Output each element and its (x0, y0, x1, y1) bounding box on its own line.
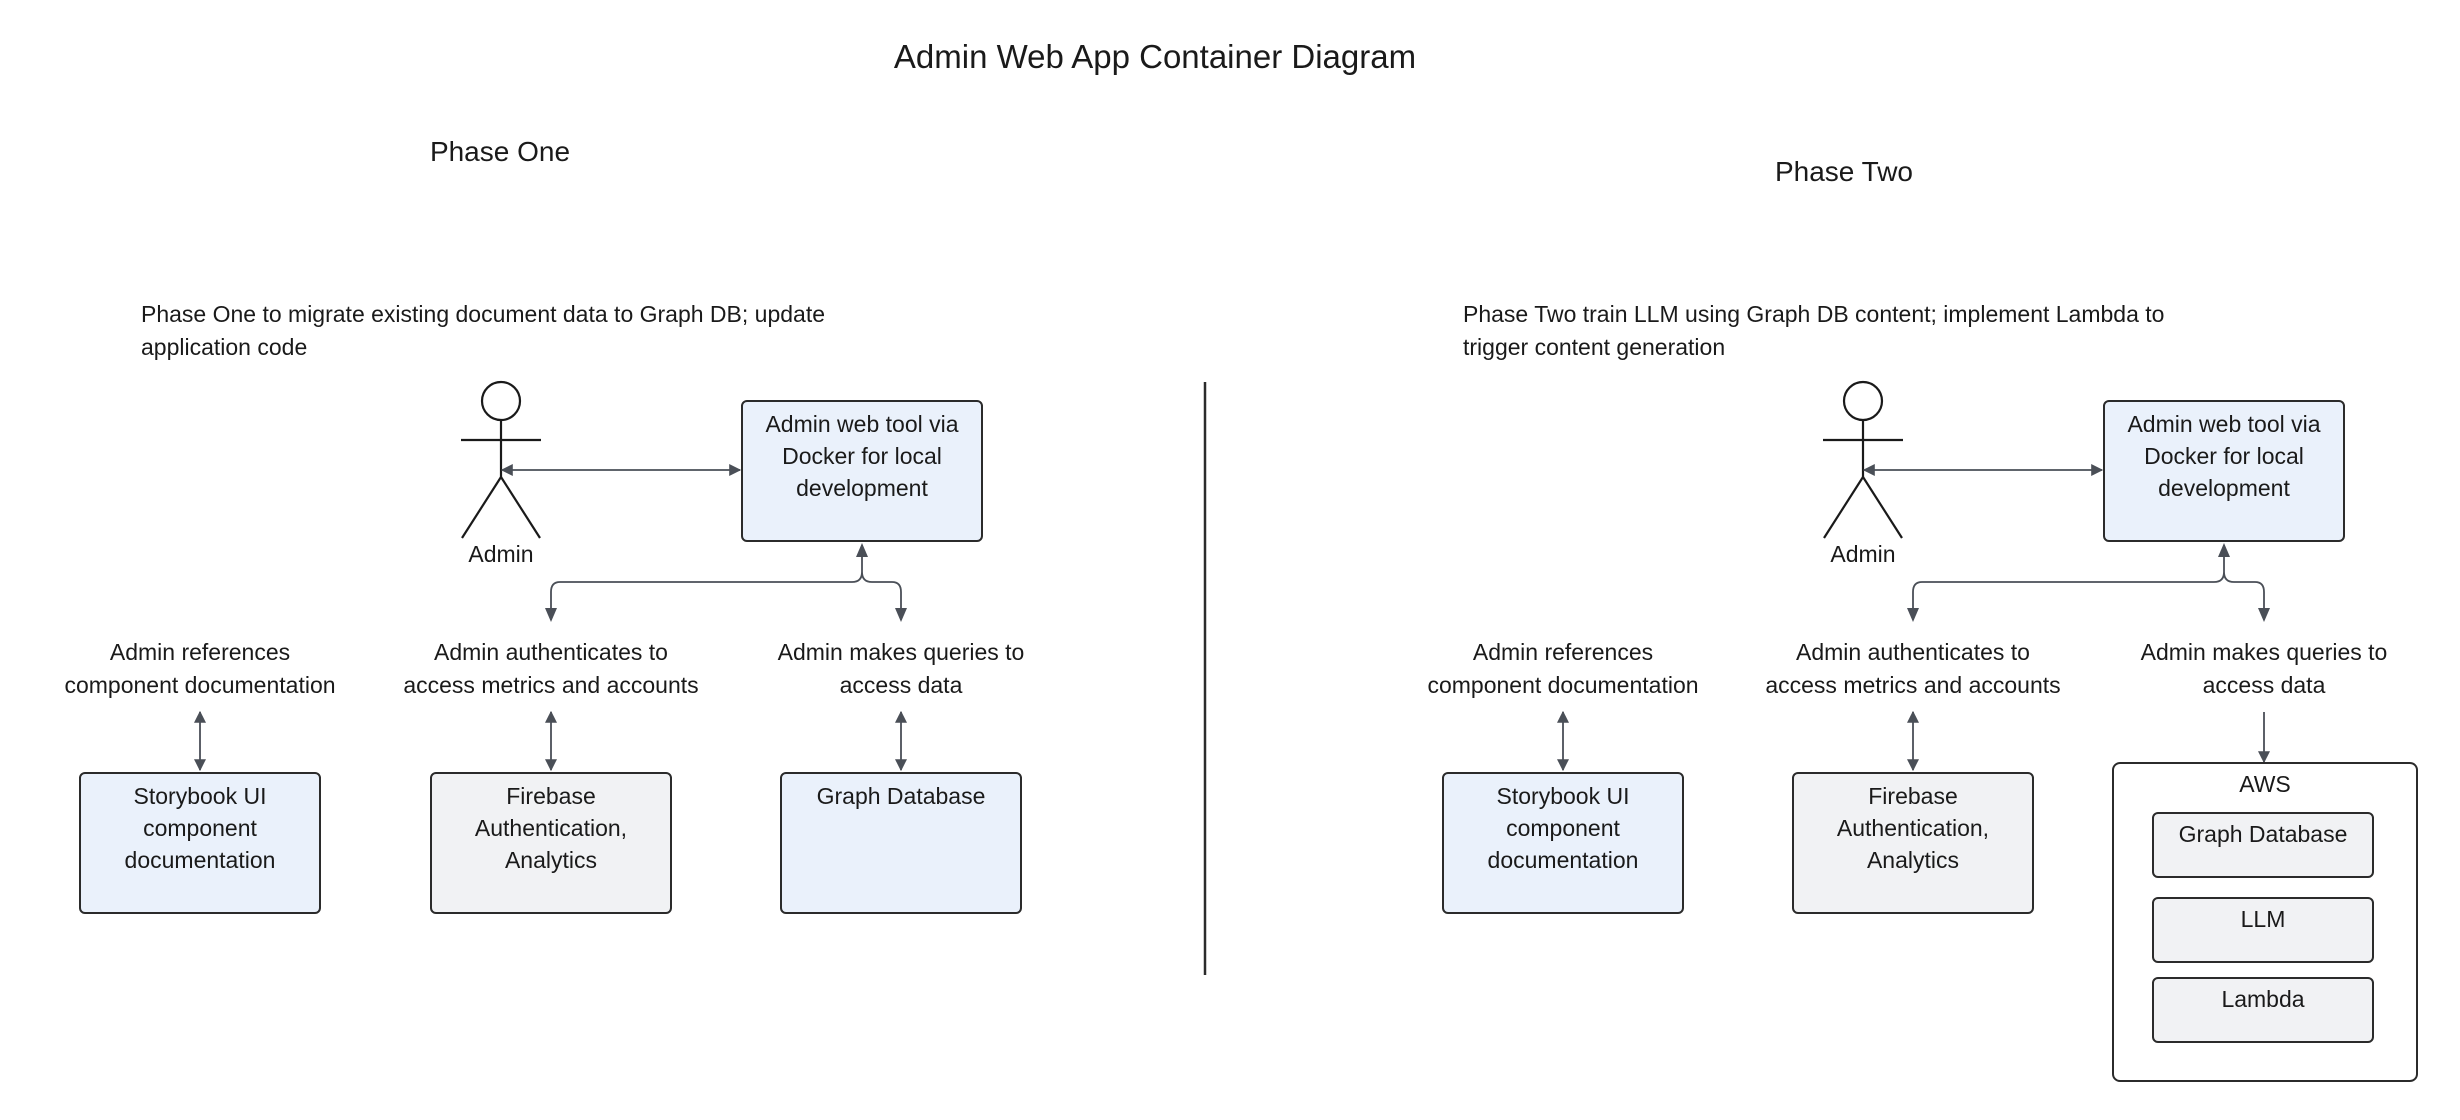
label-line: Admin authenticates to (434, 639, 668, 665)
phase-one-storybook-box: Storybook UI component documentation (79, 772, 321, 914)
box-line: component (143, 815, 257, 841)
box-line: Lambda (2221, 986, 2305, 1012)
box-line: documentation (1487, 847, 1639, 873)
phase-one-description: Phase One to migrate existing document d… (141, 298, 1041, 364)
phase-two-authenticates-label: Admin authenticates to access metrics an… (1743, 636, 2083, 702)
phase-two-description: Phase Two train LLM using Graph DB conte… (1463, 298, 2363, 364)
box-line: Storybook UI (1496, 783, 1630, 809)
phase-one-webtool-branch-connector (550, 545, 902, 620)
phase-two-aws-graphdb-box: Graph Database (2152, 812, 2374, 878)
box-line: Graph Database (2178, 821, 2348, 847)
phase-two-firebase-box: Firebase Authentication, Analytics (1792, 772, 2034, 914)
phase-one-firebase-box: Firebase Authentication, Analytics (430, 772, 672, 914)
phase-two-heading: Phase Two (1774, 156, 1914, 187)
phase-one-actor-label: Admin (468, 541, 534, 567)
box-line: Analytics (504, 847, 598, 873)
box-line: Analytics (1866, 847, 1960, 873)
label-line: access data (839, 672, 963, 698)
label-line: component documentation (1427, 672, 1699, 698)
phase-one-heading: Phase One (429, 136, 571, 167)
label-line: Admin references (1472, 639, 1654, 665)
phase-one-webtool-box: Admin web tool via Docker for local deve… (741, 400, 983, 542)
phase-two-webtool-branch-connector (1912, 545, 2265, 620)
phase-two-storybook-box: Storybook UI component documentation (1442, 772, 1684, 914)
label-line: access data (2202, 672, 2326, 698)
box-line: LLM (2240, 906, 2286, 932)
phase-two-description-line: trigger content generation (1463, 334, 1726, 360)
phase-two-aws-llm-box: LLM (2152, 897, 2374, 963)
phase-one-graphdb-box: Graph Database (780, 772, 1022, 914)
box-line: Firebase (1868, 783, 1958, 809)
box-line: Firebase (506, 783, 596, 809)
label-line: Admin makes queries to (777, 639, 1025, 665)
phase-two-references-label: Admin references component documentation (1403, 636, 1723, 702)
phase-one-references-label: Admin references component documentation (40, 636, 360, 702)
phase-two-aws-lambda-box: Lambda (2152, 977, 2374, 1043)
phase-two-actor-label: Admin (1830, 541, 1896, 567)
box-line: Graph Database (816, 783, 986, 809)
label-line: Admin authenticates to (1796, 639, 2030, 665)
phase-one-authenticates-label: Admin authenticates to access metrics an… (381, 636, 721, 702)
phase-one-admin-actor-icon (461, 380, 541, 539)
box-line: development (796, 475, 928, 501)
box-line: component (1506, 815, 1620, 841)
box-line: Admin web tool via (2127, 411, 2321, 437)
label-line: Admin references (109, 639, 291, 665)
box-line: Admin web tool via (765, 411, 959, 437)
aws-group-label: AWS (2239, 771, 2291, 797)
box-line: Storybook UI (133, 783, 267, 809)
box-line: Authentication, (1836, 815, 1990, 841)
box-line: documentation (124, 847, 276, 873)
phase-one-queries-label: Admin makes queries to access data (751, 636, 1051, 702)
box-line: Authentication, (474, 815, 628, 841)
phase-two-queries-label: Admin makes queries to access data (2114, 636, 2414, 702)
label-line: Admin makes queries to (2140, 639, 2388, 665)
box-line: Docker for local (782, 443, 942, 469)
box-line: development (2158, 475, 2290, 501)
phase-one-description-line: Phase One to migrate existing document d… (141, 301, 826, 327)
phase-two-webtool-box: Admin web tool via Docker for local deve… (2103, 400, 2345, 542)
phase-two-description-line: Phase Two train LLM using Graph DB conte… (1463, 301, 2165, 327)
diagram-title: Admin Web App Container Diagram (893, 38, 1417, 75)
box-line: Docker for local (2144, 443, 2304, 469)
label-line: access metrics and accounts (403, 672, 699, 698)
phase-two-admin-actor-icon (1823, 380, 1903, 539)
phase-one-description-line: application code (141, 334, 308, 360)
label-line: access metrics and accounts (1765, 672, 2061, 698)
label-line: component documentation (64, 672, 336, 698)
